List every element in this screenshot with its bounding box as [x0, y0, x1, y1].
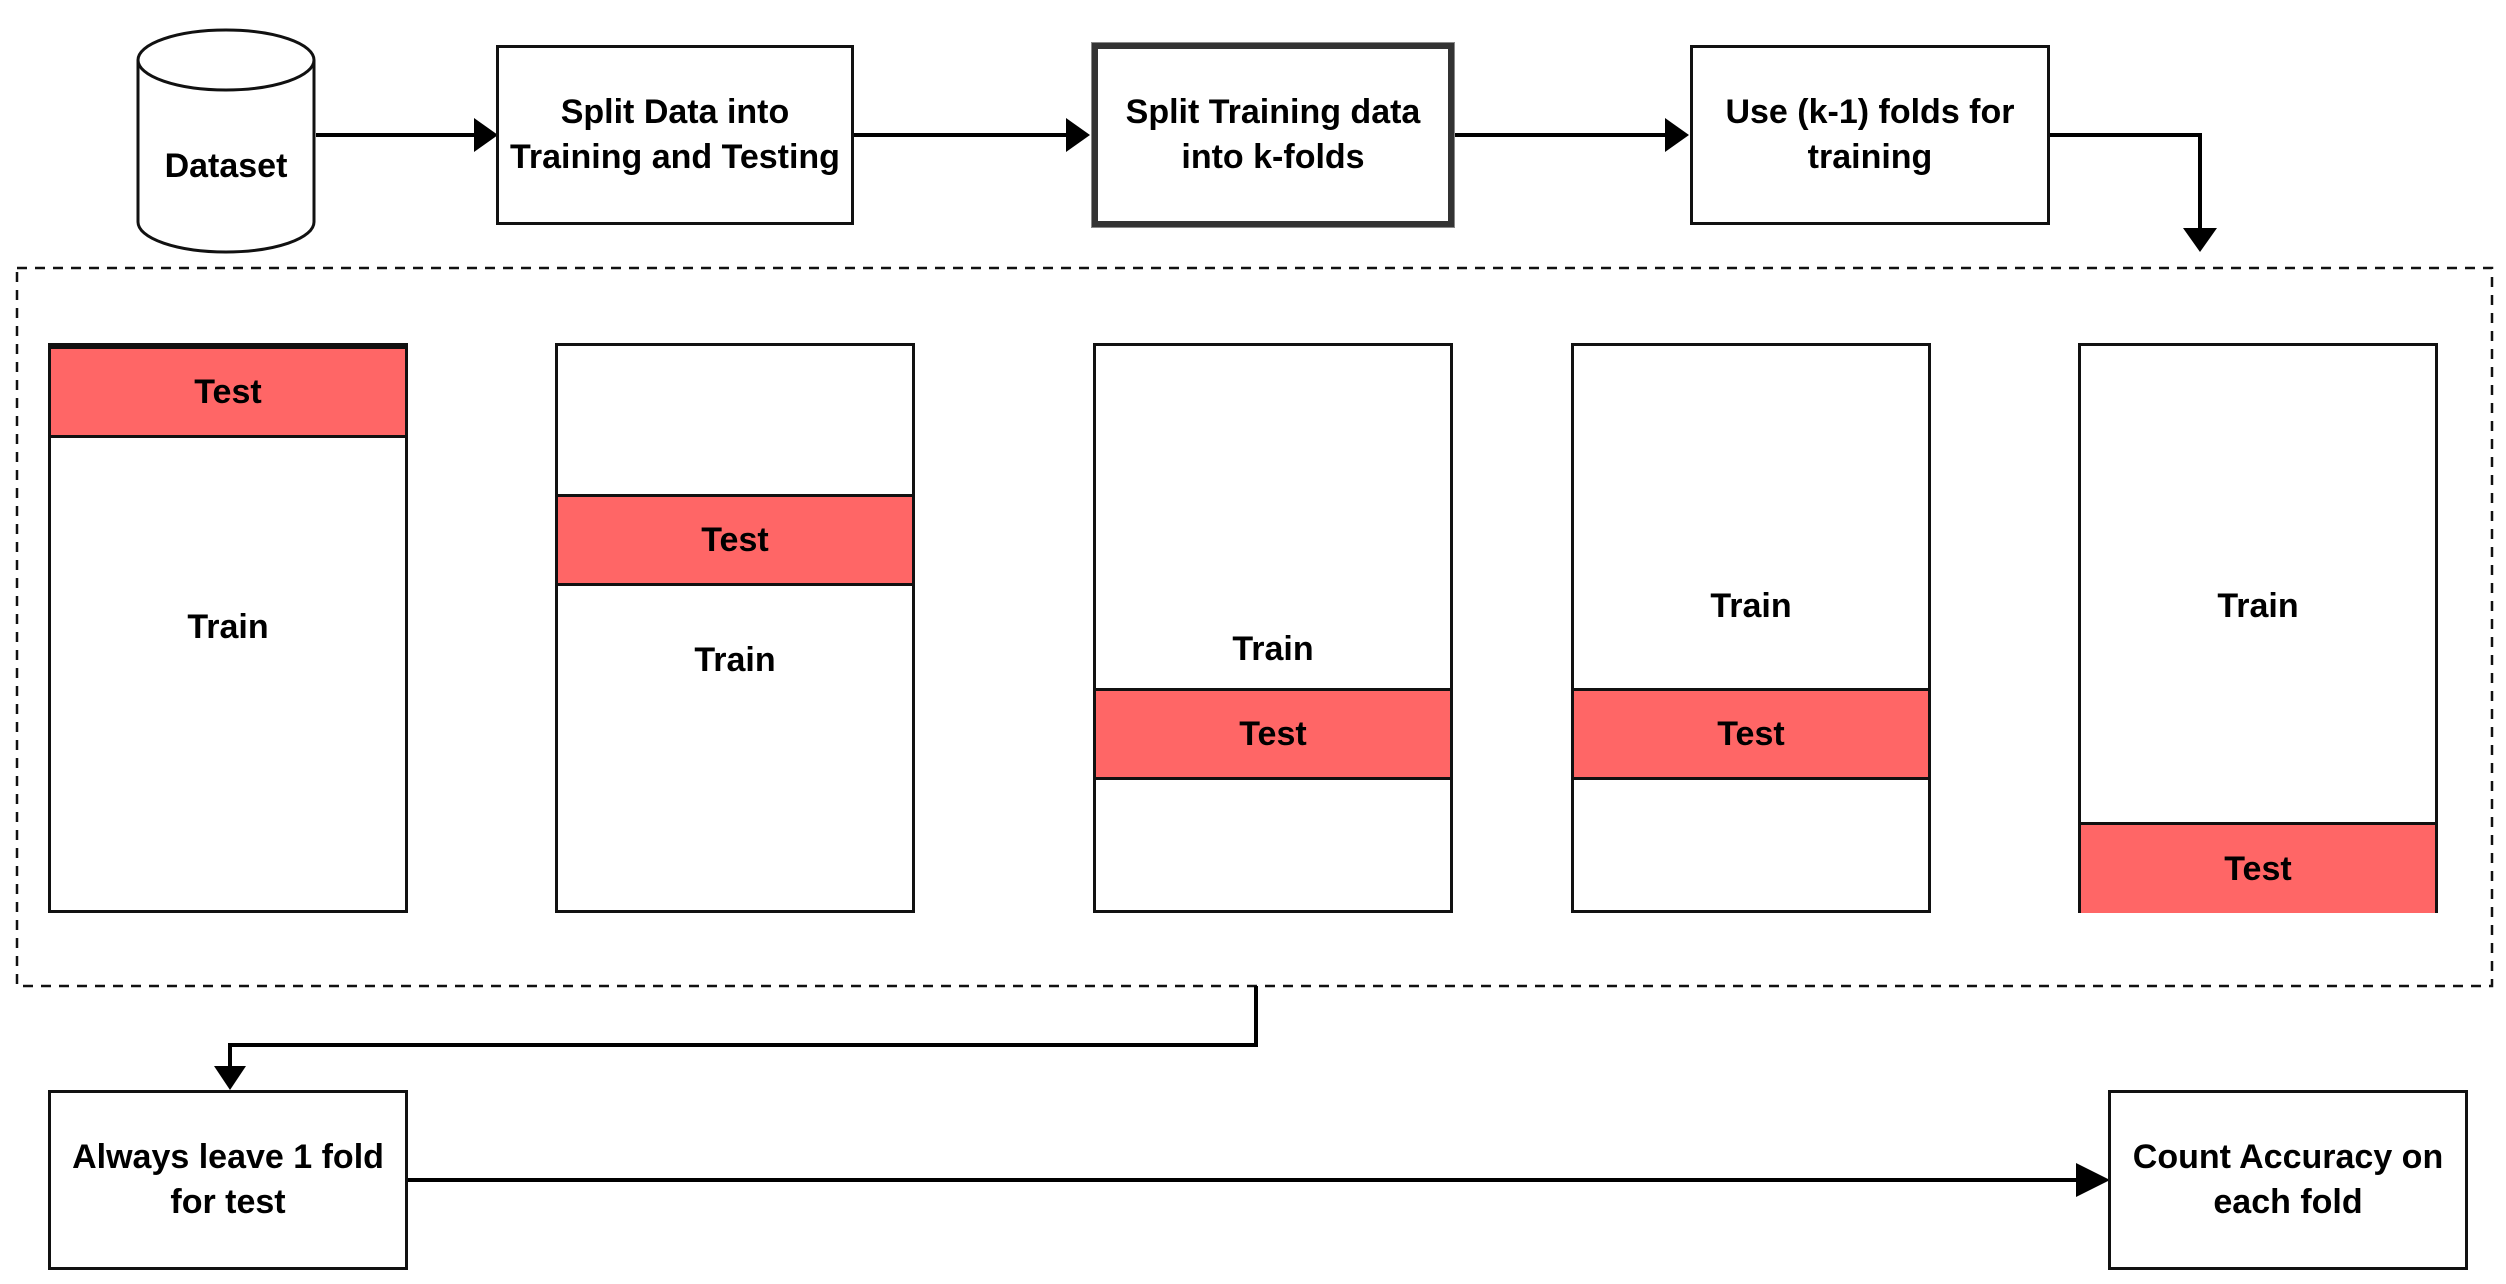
fold-2-test-label: Test — [701, 520, 769, 559]
fold-5-test-label: Test — [2224, 849, 2292, 888]
fold-1-test-label: Test — [194, 372, 262, 411]
dataset-cylinder-icon — [136, 28, 316, 254]
leave-one-fold-text: Always leave 1 fold for test — [72, 1138, 384, 1221]
fold-1-train-label: Train — [187, 608, 269, 646]
fold-4-train-label: Train — [1710, 587, 1792, 625]
fold-2-test-band: Test — [558, 494, 912, 586]
fold-5: Test Train — [2078, 343, 2438, 913]
split-train-test-text: Split Data into Training and Testing — [510, 93, 840, 176]
fold-5-train-label: Train — [2217, 587, 2299, 625]
fold-3-test-label: Test — [1239, 714, 1307, 753]
leave-one-fold-box: Always leave 1 fold for test — [48, 1090, 408, 1270]
count-accuracy-box: Count Accuracy on each fold — [2108, 1090, 2468, 1270]
fold-3: Test Train — [1093, 343, 1453, 913]
arrow-folds-to-leave — [228, 986, 1258, 1072]
fold-2-train-label: Train — [694, 641, 776, 679]
fold-5-test-band: Test — [2081, 822, 2435, 913]
fold-2: Test Train — [555, 343, 915, 913]
fold-4-test-band: Test — [1574, 688, 1928, 780]
fold-1-test-band: Test — [51, 346, 405, 438]
use-k-minus-1-box: Use (k-1) folds for training — [1690, 45, 2050, 225]
split-kfolds-text: Split Training data into k-folds — [1125, 93, 1421, 176]
fold-1: Test Train — [48, 343, 408, 913]
split-kfolds-box: Split Training data into k-folds — [1092, 43, 1454, 227]
arrow-use-to-folds — [2050, 133, 2202, 236]
count-accuracy-text: Count Accuracy on each fold — [2132, 1138, 2444, 1221]
fold-4: Test Train — [1571, 343, 1931, 913]
fold-4-test-label: Test — [1717, 714, 1785, 753]
fold-3-train-label: Train — [1232, 630, 1314, 668]
split-train-test-box: Split Data into Training and Testing — [496, 45, 854, 225]
fold-3-test-band: Test — [1096, 688, 1450, 780]
dataset-label: Dataset — [164, 147, 288, 185]
use-k-minus-1-text: Use (k-1) folds for training — [1725, 93, 2015, 176]
